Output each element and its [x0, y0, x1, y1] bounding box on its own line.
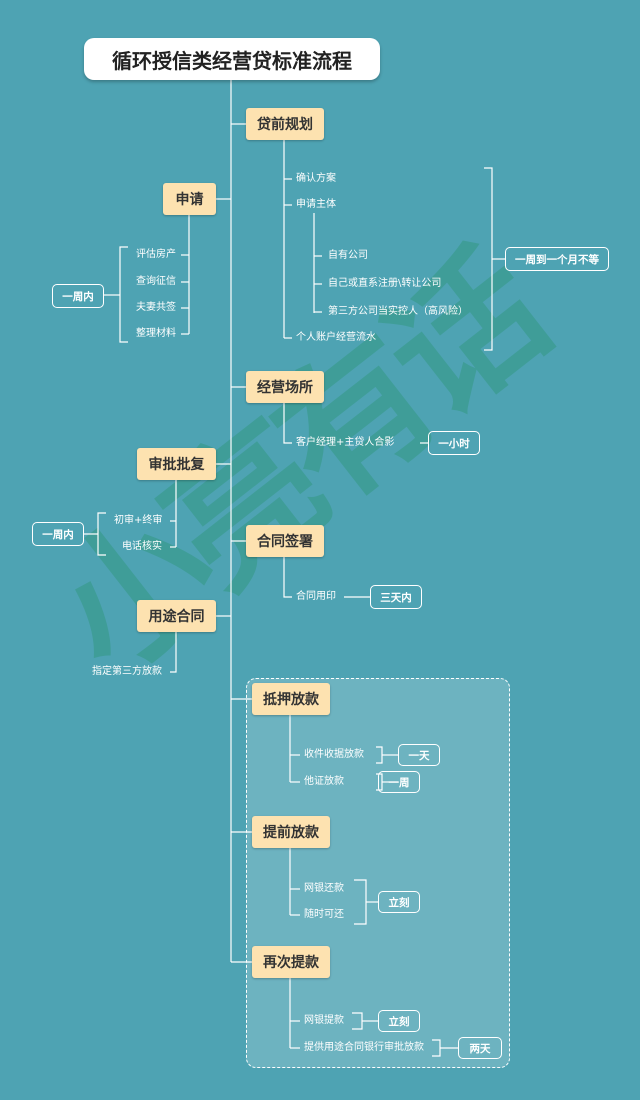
apply-item-credit: 查询征信: [136, 276, 176, 287]
site-duration-badge: 一小时: [428, 431, 480, 455]
mortgage-item-receipt: 收件收据放款: [304, 749, 364, 760]
apply-item-appraisal: 评估房产: [136, 249, 176, 260]
redraw-item-contract-approval: 提供用途合同银行审批放款: [304, 1042, 424, 1053]
node-sign: 合同签署: [246, 525, 324, 557]
approve-item-phone: 电话核实: [122, 541, 162, 552]
plan-item-own-company: 自有公司: [328, 250, 368, 261]
page-title: 循环授信类经营贷标准流程: [84, 38, 380, 80]
mortgage-duration-day: 一天: [398, 744, 440, 766]
node-apply: 申请: [163, 183, 216, 215]
usage-item-third-party: 指定第三方放款: [92, 666, 162, 677]
mortgage-item-certificate: 他证放款: [304, 776, 344, 787]
sign-item-seal: 合同用印: [296, 591, 336, 602]
plan-item-register-transfer: 自己或直系注册\转让公司: [328, 278, 442, 289]
node-prepay: 提前放款: [252, 816, 330, 848]
plan-item-third-party: 第三方公司当实控人（高风险）: [328, 306, 468, 317]
prepay-item-anytime: 随时可还: [304, 909, 344, 920]
apply-item-materials: 整理材料: [136, 328, 176, 339]
apply-item-spouse: 夫妻共签: [136, 302, 176, 313]
disbursement-group-box: [246, 678, 510, 1068]
redraw-item-online: 网银提款: [304, 1015, 344, 1026]
approve-item-review: 初审+终审: [114, 515, 163, 526]
plan-item-account-flow: 个人账户经营流水: [296, 332, 376, 343]
node-mortgage: 抵押放款: [252, 683, 330, 715]
node-redraw: 再次提款: [252, 946, 330, 978]
apply-duration-badge: 一周内: [52, 284, 104, 308]
prepay-duration-badge: 立刻: [378, 891, 420, 913]
sign-duration-badge: 三天内: [370, 585, 422, 609]
mortgage-duration-week: 一周: [378, 771, 420, 793]
plan-item-applicant: 申请主体: [296, 199, 336, 210]
site-item-photo: 客户经理+主贷人合影: [296, 437, 395, 448]
approve-duration-badge: 一周内: [32, 522, 84, 546]
plan-item-confirm: 确认方案: [296, 173, 336, 184]
plan-duration-badge: 一周到一个月不等: [505, 247, 609, 271]
node-plan: 贷前规划: [246, 108, 324, 140]
redraw-duration-two-days: 两天: [458, 1037, 502, 1059]
node-approve: 审批批复: [137, 448, 216, 480]
node-usage: 用途合同: [137, 600, 216, 632]
node-site: 经营场所: [246, 371, 324, 403]
redraw-duration-immediate: 立刻: [378, 1010, 420, 1032]
prepay-item-online: 网银还款: [304, 883, 344, 894]
